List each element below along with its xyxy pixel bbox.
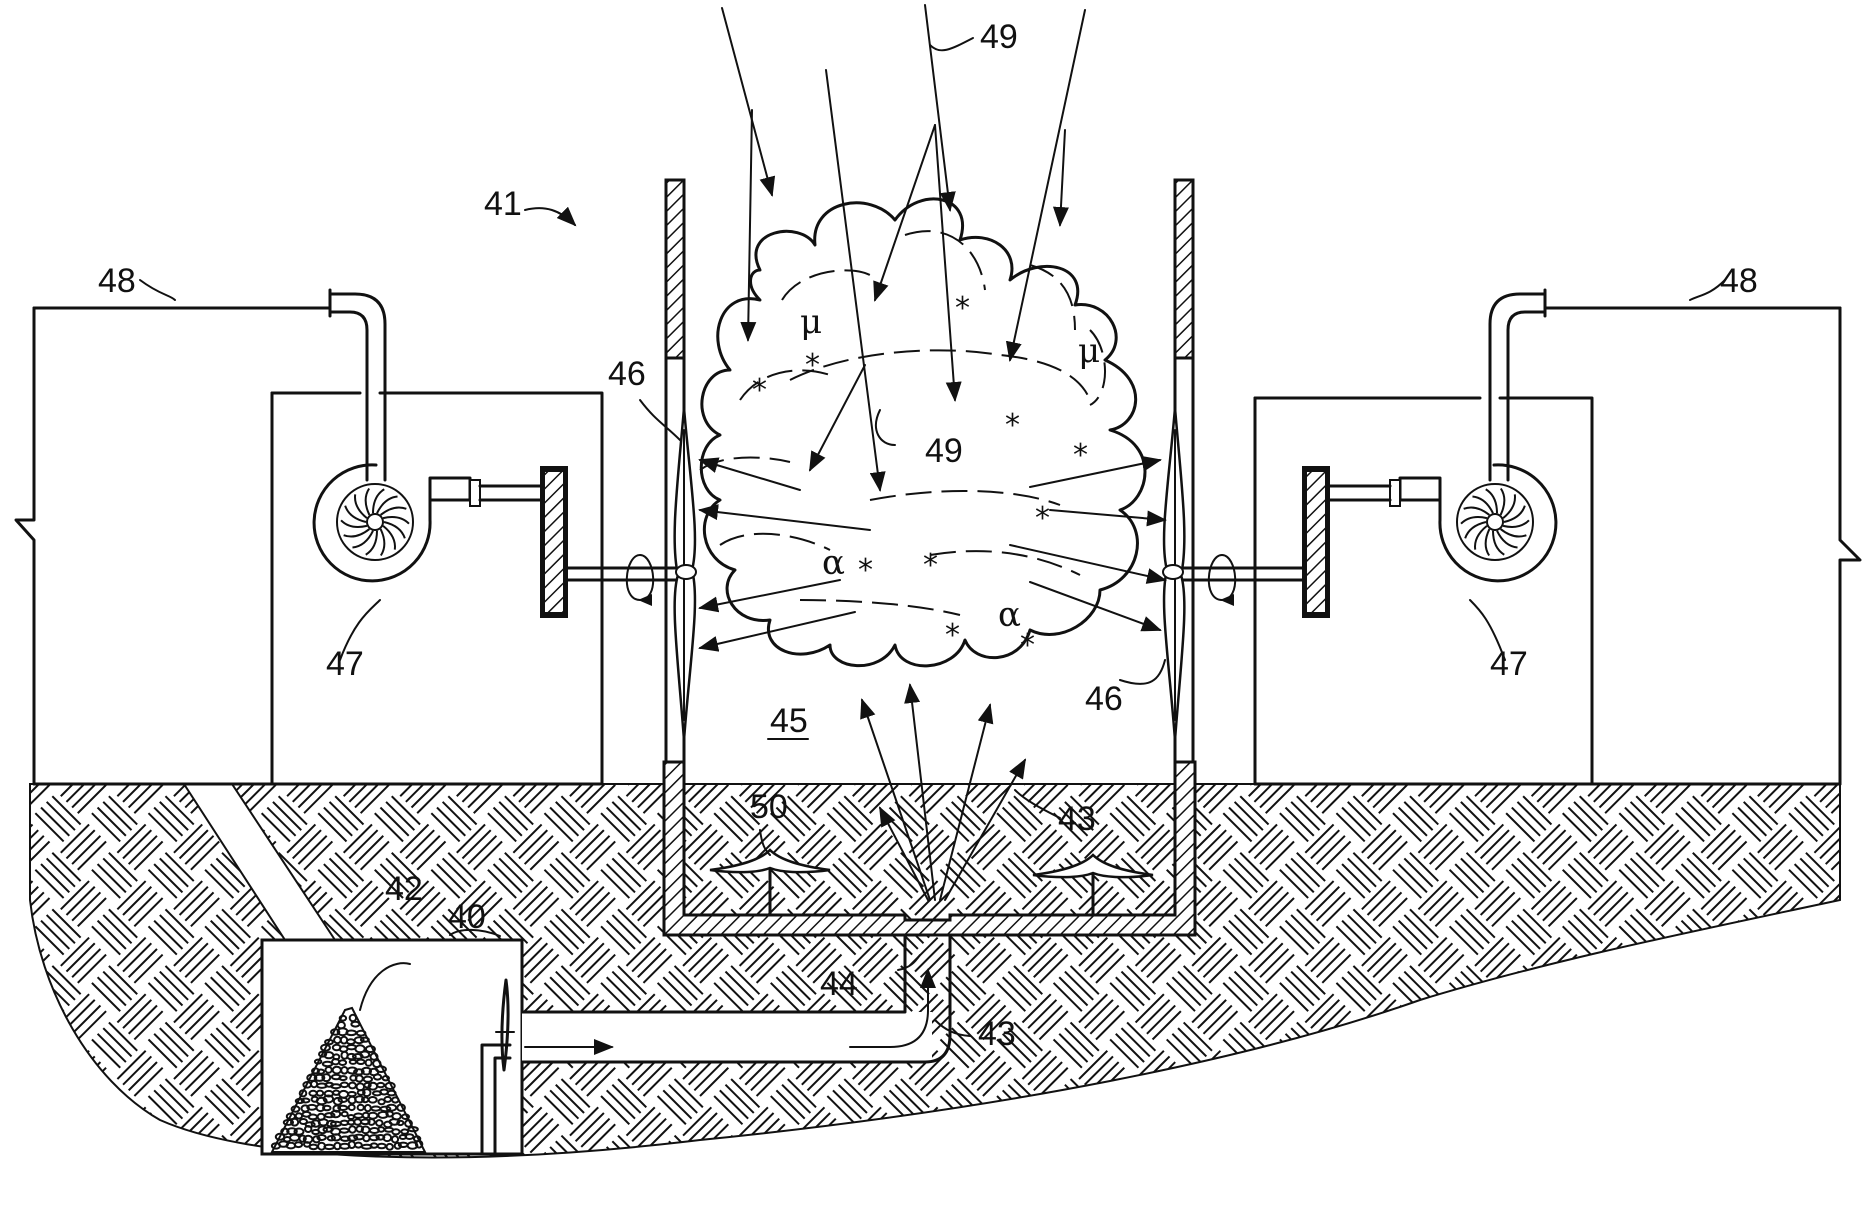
label-49-top: 49 (980, 18, 1018, 56)
svg-text:μ: μ (1078, 331, 1100, 371)
left-motor (540, 466, 680, 618)
impeller-vane (1501, 489, 1505, 515)
impeller-vane (381, 507, 407, 514)
label-48-left: 48 (98, 262, 136, 300)
svg-text:*: * (805, 348, 820, 383)
svg-text:*: * (945, 618, 960, 653)
cloud-symbols: μ μ α α * * * * * * * * * * (752, 291, 1100, 663)
svg-text:*: * (752, 373, 767, 408)
svg-text:*: * (1035, 501, 1050, 536)
label-46-right: 46 (1085, 680, 1123, 718)
right-blower (1330, 465, 1556, 581)
particle-cloud (700, 199, 1145, 666)
label-48-right: 48 (1720, 262, 1758, 300)
label-43-lower: 43 (978, 1015, 1016, 1053)
svg-text:μ: μ (800, 302, 822, 342)
label-46-left: 46 (608, 355, 646, 393)
label-43-upper: 43 (1058, 800, 1096, 838)
right-impeller (1163, 408, 1184, 740)
left-housing (16, 290, 602, 784)
right-motor (1175, 466, 1330, 618)
right-housing (1255, 290, 1860, 784)
svg-text:*: * (1005, 408, 1020, 443)
label-47-left: 47 (326, 645, 364, 683)
ref-arrow-41 (525, 208, 575, 225)
impeller-vane (344, 529, 370, 536)
svg-text:*: * (858, 553, 873, 588)
label-50: 50 (750, 788, 788, 826)
label-42: 42 (385, 870, 423, 908)
label-45: 45 (770, 702, 808, 740)
label-44: 44 (820, 965, 858, 1003)
label-47-right: 47 (1490, 645, 1528, 683)
impeller-vane (381, 529, 385, 555)
svg-text:*: * (1020, 628, 1035, 663)
label-49-mid: 49 (925, 432, 963, 470)
label-40: 40 (448, 898, 486, 936)
left-impeller (675, 408, 696, 740)
svg-text:*: * (955, 291, 970, 326)
label-41: 41 (484, 185, 522, 223)
svg-text:*: * (1073, 438, 1088, 473)
impeller-vane (1464, 507, 1490, 514)
impeller-vane (1501, 529, 1527, 536)
svg-text:α: α (822, 543, 845, 583)
left-blower (314, 465, 540, 581)
impeller-vane (1486, 529, 1490, 555)
svg-text:*: * (923, 548, 938, 583)
svg-text:α: α (998, 595, 1021, 635)
impeller-vane (366, 489, 370, 515)
